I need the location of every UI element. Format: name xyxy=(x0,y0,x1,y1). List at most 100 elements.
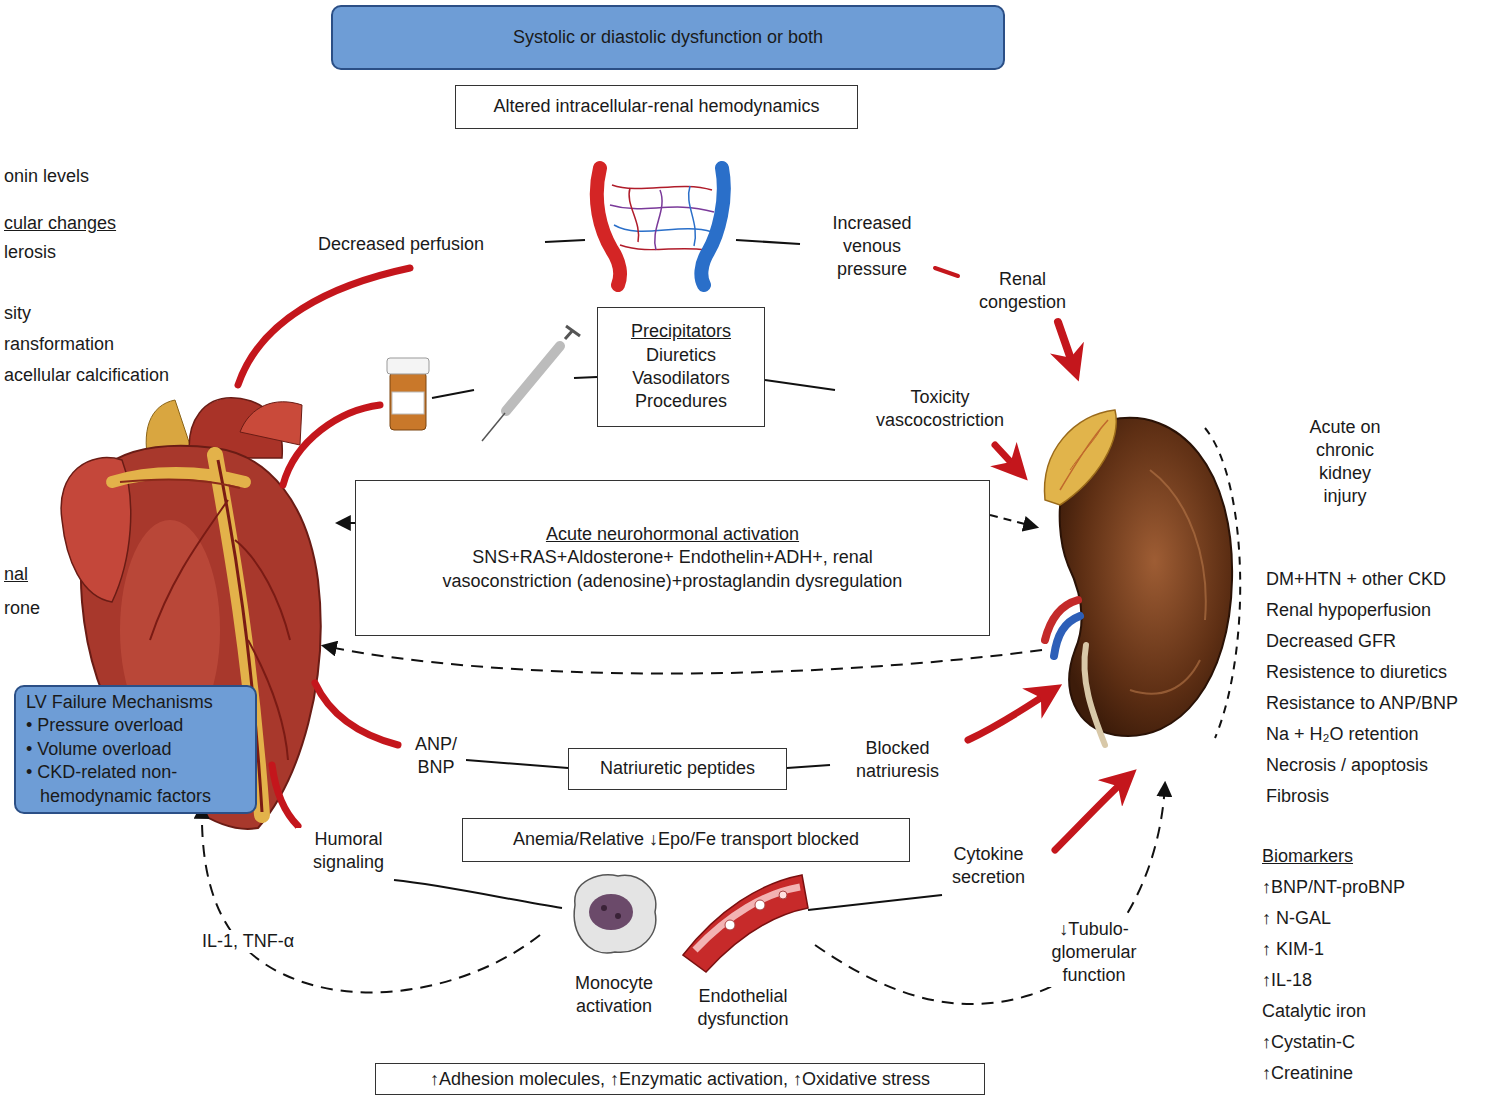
capillary xyxy=(612,185,712,190)
arteriole xyxy=(597,168,620,285)
pathway-arrows xyxy=(238,268,1126,850)
vessel-lumen xyxy=(695,887,800,950)
coronary-vessel xyxy=(120,480,240,488)
annotation-label: Decreased GFR xyxy=(1264,630,1398,653)
pathway-arc xyxy=(283,405,380,485)
feedback-arrow xyxy=(324,646,1042,674)
annotation-label: IL-1, TNF-α xyxy=(200,930,296,953)
annotation-label: ransformation xyxy=(2,333,116,356)
leader-line xyxy=(808,895,942,910)
drug-illustration xyxy=(387,326,580,441)
hemodynamics-box: Altered intracellular-renal hemodynamics xyxy=(455,85,858,129)
adrenal-vein xyxy=(1060,420,1108,490)
box-heading: ↑Adhesion molecules, ↑Enzymatic activati… xyxy=(385,1068,975,1091)
pathway-arc xyxy=(238,268,410,385)
annotation-label: ↑IL-18 xyxy=(1260,969,1314,992)
annotation-label: Na + H₂O retention xyxy=(1264,723,1421,746)
annotation-label: sity xyxy=(2,302,33,325)
stress-box: ↑Adhesion molecules, ↑Enzymatic activati… xyxy=(375,1063,985,1095)
nucleus-dot xyxy=(601,905,607,911)
kidney-illustration xyxy=(1045,410,1241,745)
coronary-vessel xyxy=(235,540,290,640)
capillary xyxy=(614,225,712,232)
leader-line xyxy=(574,377,597,378)
blood-cell xyxy=(779,891,787,899)
annotation-label: Necrosis / apoptosis xyxy=(1264,754,1430,777)
syringe-plunger xyxy=(565,326,580,339)
annotation-label: ↑ KIM-1 xyxy=(1260,938,1326,961)
ureter xyxy=(1084,645,1105,745)
mechanism-box: LV Failure Mechanisms• Pressure overload… xyxy=(14,685,257,814)
bottle-cap xyxy=(387,358,429,374)
monocyte xyxy=(574,875,656,953)
annotation-label: acellular calcification xyxy=(2,364,171,387)
box-heading: Anemia/Relative ↓Epo/Fe transport blocke… xyxy=(473,828,899,851)
leader-line xyxy=(432,390,474,398)
annotation-label: Blocked natriuresis xyxy=(840,737,955,783)
capillary xyxy=(620,245,706,250)
annotation-label: onin levels xyxy=(2,165,91,188)
annotation-label: cular changes xyxy=(2,212,118,235)
capillary xyxy=(629,188,639,242)
pill-bottle xyxy=(390,372,426,430)
peptide-box: Natriuretic peptides xyxy=(568,748,787,790)
adrenal-vein xyxy=(1070,430,1100,470)
blood-cell xyxy=(755,900,765,910)
pathway-arrow xyxy=(995,445,1018,470)
kidney-cortex xyxy=(1150,470,1206,620)
box-text: • CKD-related non-hemodynamic factors xyxy=(26,761,245,808)
endothelium xyxy=(683,875,808,972)
nucleus-dot xyxy=(615,913,621,919)
annotation-label: ↓Tubulo- glomerular function xyxy=(1038,918,1150,987)
box-heading: LV Failure Mechanisms xyxy=(26,691,245,714)
leader-line xyxy=(466,760,568,768)
bottle-label xyxy=(392,392,424,414)
annotation-label: rone xyxy=(2,597,42,620)
annotation-label: Cytokine secretion xyxy=(936,843,1041,889)
box-text: SNS+RAS+Aldosterone+ Endothelin+ADH+, re… xyxy=(433,546,913,593)
monocyte-nucleus xyxy=(589,894,633,930)
syringe-needle xyxy=(482,413,505,441)
signal-arrow xyxy=(338,522,355,524)
box-heading: Precipitators xyxy=(610,320,752,343)
leader-line xyxy=(736,240,800,244)
annotation-label: Monocyte activation xyxy=(558,972,670,1018)
signal-arrow xyxy=(990,515,1036,527)
pathway-arc xyxy=(315,683,398,745)
renal-vein xyxy=(1054,616,1080,656)
annotation-label: Biomarkers xyxy=(1260,845,1355,868)
box-text: Diuretics Vasodilators Procedures xyxy=(610,344,752,414)
precipitator-box: PrecipitatorsDiuretics Vasodilators Proc… xyxy=(597,307,765,427)
coronary-vessel xyxy=(150,500,228,640)
box-text: • Pressure overload xyxy=(26,714,245,737)
anemia-box: Anemia/Relative ↓Epo/Fe transport blocke… xyxy=(462,818,910,862)
leader-line xyxy=(545,240,585,242)
kidney-cortex xyxy=(1130,660,1200,694)
capillary xyxy=(655,190,662,250)
annotation-label: Fibrosis xyxy=(1264,785,1331,808)
annotation-label: ↑BNP/NT-proBNP xyxy=(1260,876,1407,899)
capillary-illustration xyxy=(597,168,724,285)
annotation-label: ↑ N-GAL xyxy=(1260,907,1333,930)
annotation-label: DM+HTN + other CKD xyxy=(1264,568,1448,591)
box-heading: Natriuretic peptides xyxy=(579,757,776,780)
leader-line xyxy=(787,765,830,768)
annotation-label: ANP/ BNP xyxy=(406,733,466,779)
box-text: • Volume overload xyxy=(26,738,245,761)
box-heading: Systolic or diastolic dysfunction or bot… xyxy=(343,26,993,49)
annotation-label: Resistance to ANP/BNP xyxy=(1264,692,1460,715)
annotation-label: Increased venous pressure xyxy=(812,212,932,281)
annotation-label: Decreased perfusion xyxy=(316,233,486,256)
annotation-label: ↑Creatinine xyxy=(1260,1062,1355,1085)
tubular-arrow xyxy=(815,784,1165,1004)
annotation-label: Endothelial dysfunction xyxy=(683,985,803,1031)
annotation-label: lerosis xyxy=(2,241,58,264)
pathway-arrow xyxy=(968,692,1050,740)
blood-cell xyxy=(725,920,735,930)
leader-line xyxy=(765,380,835,390)
leader-line xyxy=(394,880,562,908)
annotation-label: nal xyxy=(2,563,30,586)
pathway-arrow xyxy=(1058,322,1074,368)
pathway-dash xyxy=(935,268,958,276)
